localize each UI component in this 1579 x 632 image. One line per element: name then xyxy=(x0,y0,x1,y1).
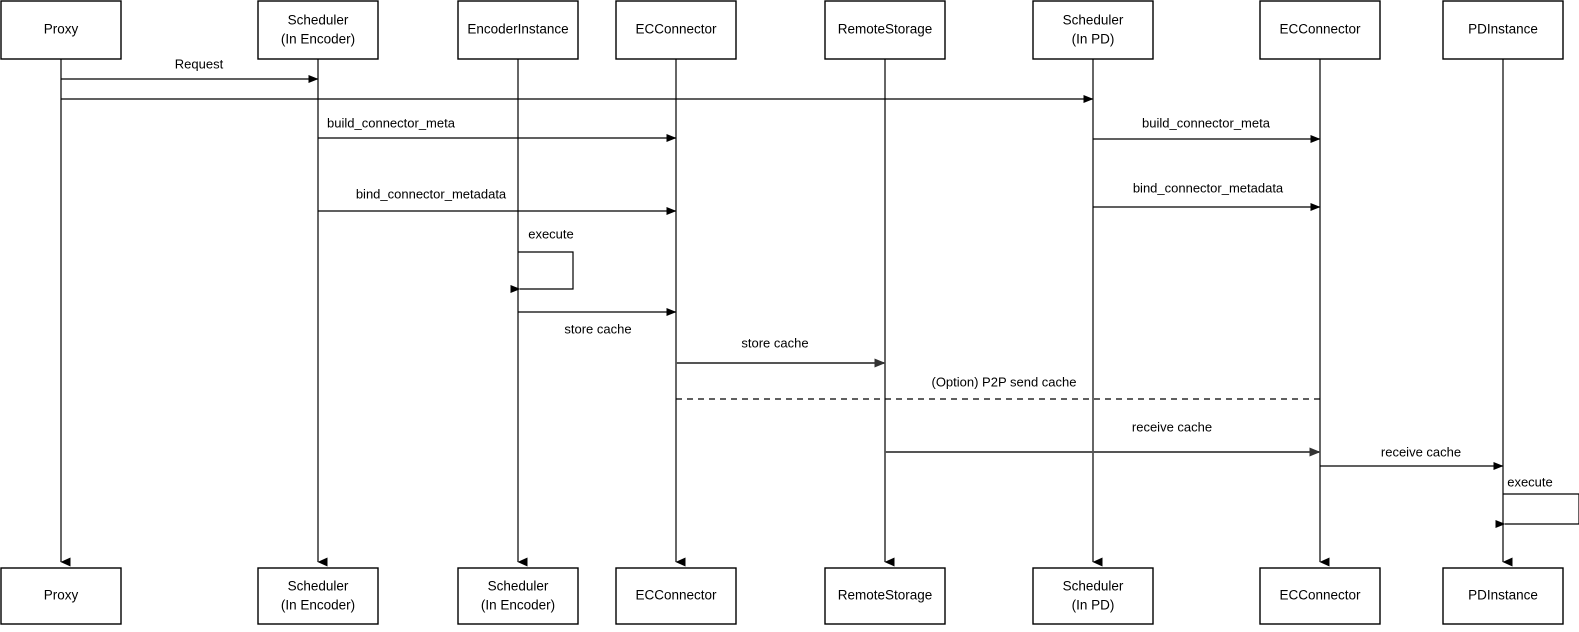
message-msg-receive-cache-2[interactable]: receive cache xyxy=(1320,444,1504,470)
message-msg-build-meta-left[interactable]: build_connector_meta xyxy=(318,115,677,142)
participant-scheduler-encoder-bottom-label-line1: Scheduler xyxy=(288,579,349,594)
participant-box-ecconnector-right[interactable] xyxy=(1259,0,1381,60)
participant-scheduler-encoder-bottom-label-line2: (In Encoder) xyxy=(281,598,355,613)
bottom-participant-boxes: Proxy Scheduler (In Encoder) Scheduler (In E… xyxy=(0,567,1564,625)
participant-box-scheduler-encoder[interactable] xyxy=(257,0,379,60)
message-label-msg-bind-meta-right: bind_connector_metadata xyxy=(1133,180,1284,195)
participant-ecconnector-right[interactable]: ECConnector xyxy=(1259,0,1381,60)
top-participant-boxes: Proxy Scheduler (In Encoder) EncoderInstanc… xyxy=(0,0,1564,60)
participant-proxy-bottom-label: Proxy xyxy=(44,588,79,603)
message-msg-build-meta-right[interactable]: build_connector_meta xyxy=(1093,115,1321,143)
message-label-msg-store-cache-2: store cache xyxy=(741,335,808,350)
message-label-msg-store-cache-1: store cache xyxy=(564,321,631,336)
lifelines-group xyxy=(60,59,1513,567)
messages-group: Request build_connector_meta build_connect… xyxy=(61,56,1504,470)
self-message-arrow-selfloop-execute-pd[interactable] xyxy=(1495,493,1579,528)
self-message-label-selfloop-execute-encoder: execute xyxy=(528,226,574,241)
participant-box-scheduler-encoder-bottom-2[interactable] xyxy=(457,567,579,625)
message-msg-store-cache-1[interactable]: store cache xyxy=(518,308,677,336)
participant-box-ecconnector-left[interactable] xyxy=(615,0,737,60)
participant-scheduler-encoder-bottom[interactable]: Scheduler (In Encoder) xyxy=(257,567,379,625)
participant-scheduler-pd[interactable]: Scheduler (In PD) xyxy=(1032,0,1154,60)
participant-ecconnector-right-bottom-label: ECConnector xyxy=(1279,588,1361,603)
participant-pd-instance-bottom[interactable]: PDInstance xyxy=(1442,567,1564,625)
message-label-msg-build-meta-left: build_connector_meta xyxy=(327,115,456,130)
participant-ecconnector-left[interactable]: ECConnector xyxy=(615,0,737,60)
participant-scheduler-pd-bottom[interactable]: Scheduler (In PD) xyxy=(1032,567,1154,625)
participant-box-pd-instance-bottom[interactable] xyxy=(1442,567,1564,625)
message-label-msg-receive-cache-1: receive cache xyxy=(1132,419,1212,434)
self-message-label-selfloop-execute-pd: execute xyxy=(1507,474,1553,489)
participant-pd-instance-bottom-label: PDInstance xyxy=(1468,588,1538,603)
participant-ecconnector-right-label: ECConnector xyxy=(1279,22,1361,37)
participant-box-scheduler-pd[interactable] xyxy=(1032,0,1154,60)
participant-box-remote-storage-bottom[interactable] xyxy=(824,567,946,625)
participant-scheduler-pd-bottom-label-line1: Scheduler xyxy=(1063,579,1124,594)
participant-encoder-instance-label: EncoderInstance xyxy=(467,22,568,37)
participant-box-proxy[interactable] xyxy=(0,0,122,60)
participant-scheduler-encoder-bottom-2-label-line1: Scheduler xyxy=(488,579,549,594)
participant-encoder-instance[interactable]: EncoderInstance xyxy=(457,0,579,60)
participant-scheduler-encoder-bottom-2-label-line2: (In Encoder) xyxy=(481,598,555,613)
participant-scheduler-pd-bottom-label-line2: (In PD) xyxy=(1072,598,1115,613)
participant-ecconnector-right-bottom[interactable]: ECConnector xyxy=(1259,567,1381,625)
participant-remote-storage-label: RemoteStorage xyxy=(838,22,933,37)
participant-remote-storage-bottom[interactable]: RemoteStorage xyxy=(824,567,946,625)
message-label-msg-request: Request xyxy=(175,56,224,71)
message-msg-request[interactable]: Request xyxy=(61,56,319,83)
participant-box-scheduler-encoder-bottom[interactable] xyxy=(257,567,379,625)
participant-box-scheduler-pd-bottom[interactable] xyxy=(1032,567,1154,625)
participant-ecconnector-left-bottom[interactable]: ECConnector xyxy=(615,567,737,625)
participant-scheduler-encoder-bottom-2[interactable]: Scheduler (In Encoder) xyxy=(457,567,579,625)
message-msg-store-cache-2[interactable]: store cache xyxy=(676,335,886,368)
participant-box-remote-storage[interactable] xyxy=(824,0,946,60)
participant-scheduler-encoder[interactable]: Scheduler (In Encoder) xyxy=(257,0,379,60)
participant-remote-storage[interactable]: RemoteStorage xyxy=(824,0,946,60)
message-label-msg-build-meta-right: build_connector_meta xyxy=(1142,115,1271,130)
self-message-selfloop-execute-pd[interactable]: execute xyxy=(1495,474,1579,528)
self-messages-group: execute execute xyxy=(510,226,1579,528)
message-label-msg-p2p-send-cache: (Option) P2P send cache xyxy=(931,374,1076,389)
participant-box-ecconnector-right-bottom[interactable] xyxy=(1259,567,1381,625)
participant-proxy[interactable]: Proxy xyxy=(0,0,122,60)
participant-ecconnector-left-label: ECConnector xyxy=(635,22,717,37)
message-msg-bind-meta-right[interactable]: bind_connector_metadata xyxy=(1093,180,1321,211)
participant-scheduler-pd-label-line2: (In PD) xyxy=(1072,32,1115,47)
participant-pd-instance[interactable]: PDInstance xyxy=(1442,0,1564,60)
participant-pd-instance-label: PDInstance xyxy=(1468,22,1538,37)
participant-scheduler-encoder-label-line1: Scheduler xyxy=(288,13,349,28)
self-message-arrow-selfloop-execute-encoder[interactable] xyxy=(510,251,574,293)
message-label-msg-bind-meta-left: bind_connector_metadata xyxy=(356,186,507,201)
self-message-selfloop-execute-encoder[interactable]: execute xyxy=(510,226,574,293)
participant-ecconnector-left-bottom-label: ECConnector xyxy=(635,588,717,603)
participant-remote-storage-bottom-label: RemoteStorage xyxy=(838,588,933,603)
participant-scheduler-pd-label-line1: Scheduler xyxy=(1063,13,1124,28)
message-msg-p2p-send-cache[interactable]: (Option) P2P send cache xyxy=(676,374,1320,400)
participant-box-ecconnector-left-bottom[interactable] xyxy=(615,567,737,625)
participant-box-pd-instance[interactable] xyxy=(1442,0,1564,60)
message-label-msg-receive-cache-2: receive cache xyxy=(1381,444,1461,459)
message-msg-bind-meta-left[interactable]: bind_connector_metadata xyxy=(318,186,677,215)
participant-proxy-label: Proxy xyxy=(44,22,79,37)
participant-box-proxy-bottom[interactable] xyxy=(0,567,122,625)
participant-proxy-bottom[interactable]: Proxy xyxy=(0,567,122,625)
participant-box-encoder-instance[interactable] xyxy=(457,0,579,60)
participant-scheduler-encoder-label-line2: (In Encoder) xyxy=(281,32,355,47)
message-msg-receive-cache-1[interactable]: receive cache xyxy=(885,419,1321,457)
